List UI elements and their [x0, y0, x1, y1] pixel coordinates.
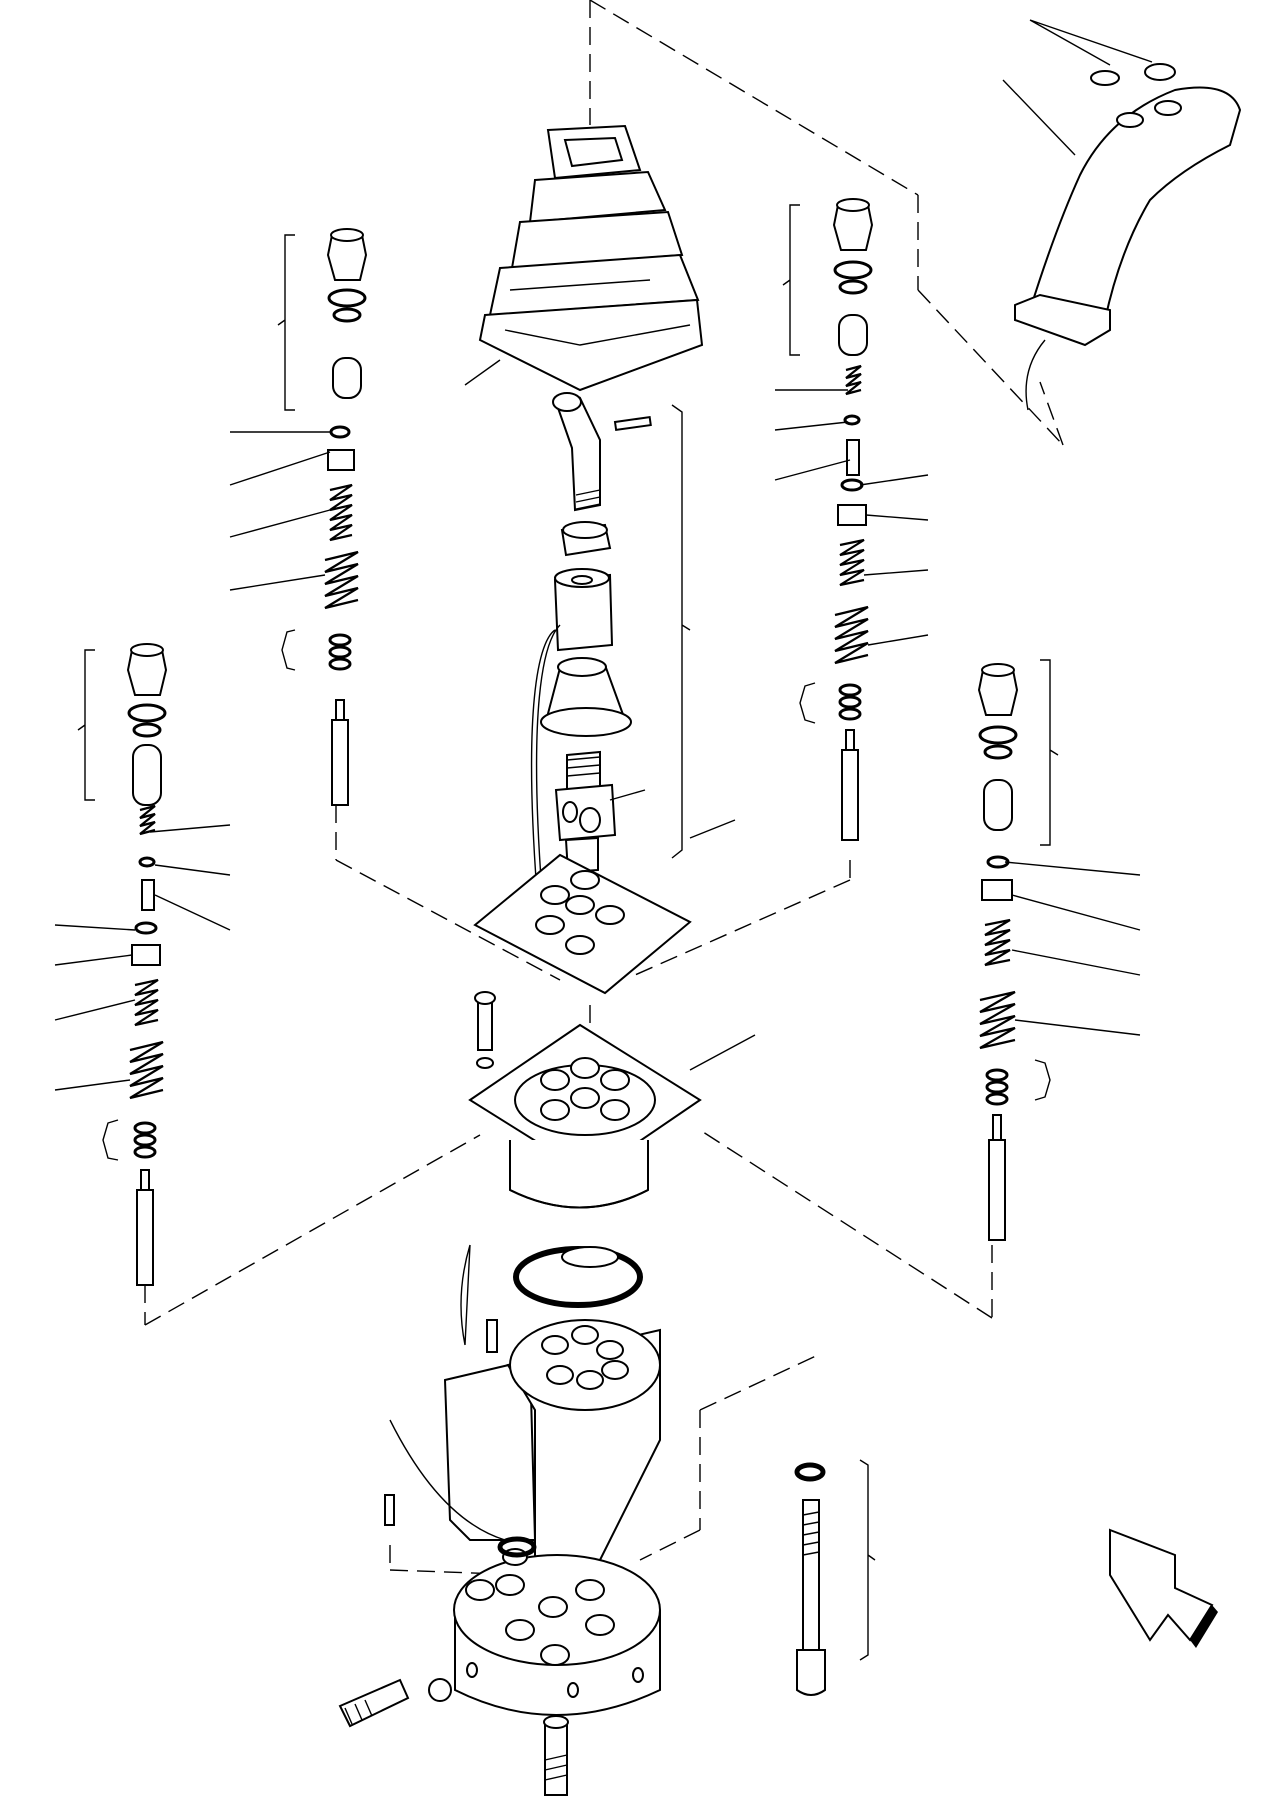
lever-nut	[560, 521, 612, 557]
valve-assembly-lower-right	[977, 659, 1141, 1241]
valve-body	[443, 1319, 661, 1561]
small-screw	[474, 991, 496, 1069]
universal-joint	[554, 750, 617, 874]
control-lever	[552, 392, 652, 512]
gasket-plate	[473, 853, 692, 995]
plug-and-ball	[338, 1678, 452, 1728]
cap-screw	[794, 1459, 876, 1696]
valve-assembly-upper-right	[774, 198, 929, 841]
coupling	[530, 568, 614, 931]
bottom-screw	[543, 1715, 569, 1796]
valve-assembly-lower-left	[54, 643, 231, 1286]
mounting-flange	[468, 1023, 702, 1209]
valve-assembly-upper-left	[229, 228, 368, 806]
joystick-handle	[1002, 19, 1242, 411]
hydraulic-base	[384, 1494, 661, 1716]
direction-arrow	[1109, 1528, 1218, 1648]
o-ring-large	[460, 1244, 643, 1346]
rubber-boot	[478, 124, 704, 392]
leader-lines	[389, 359, 756, 1541]
inner-boot	[540, 657, 632, 737]
